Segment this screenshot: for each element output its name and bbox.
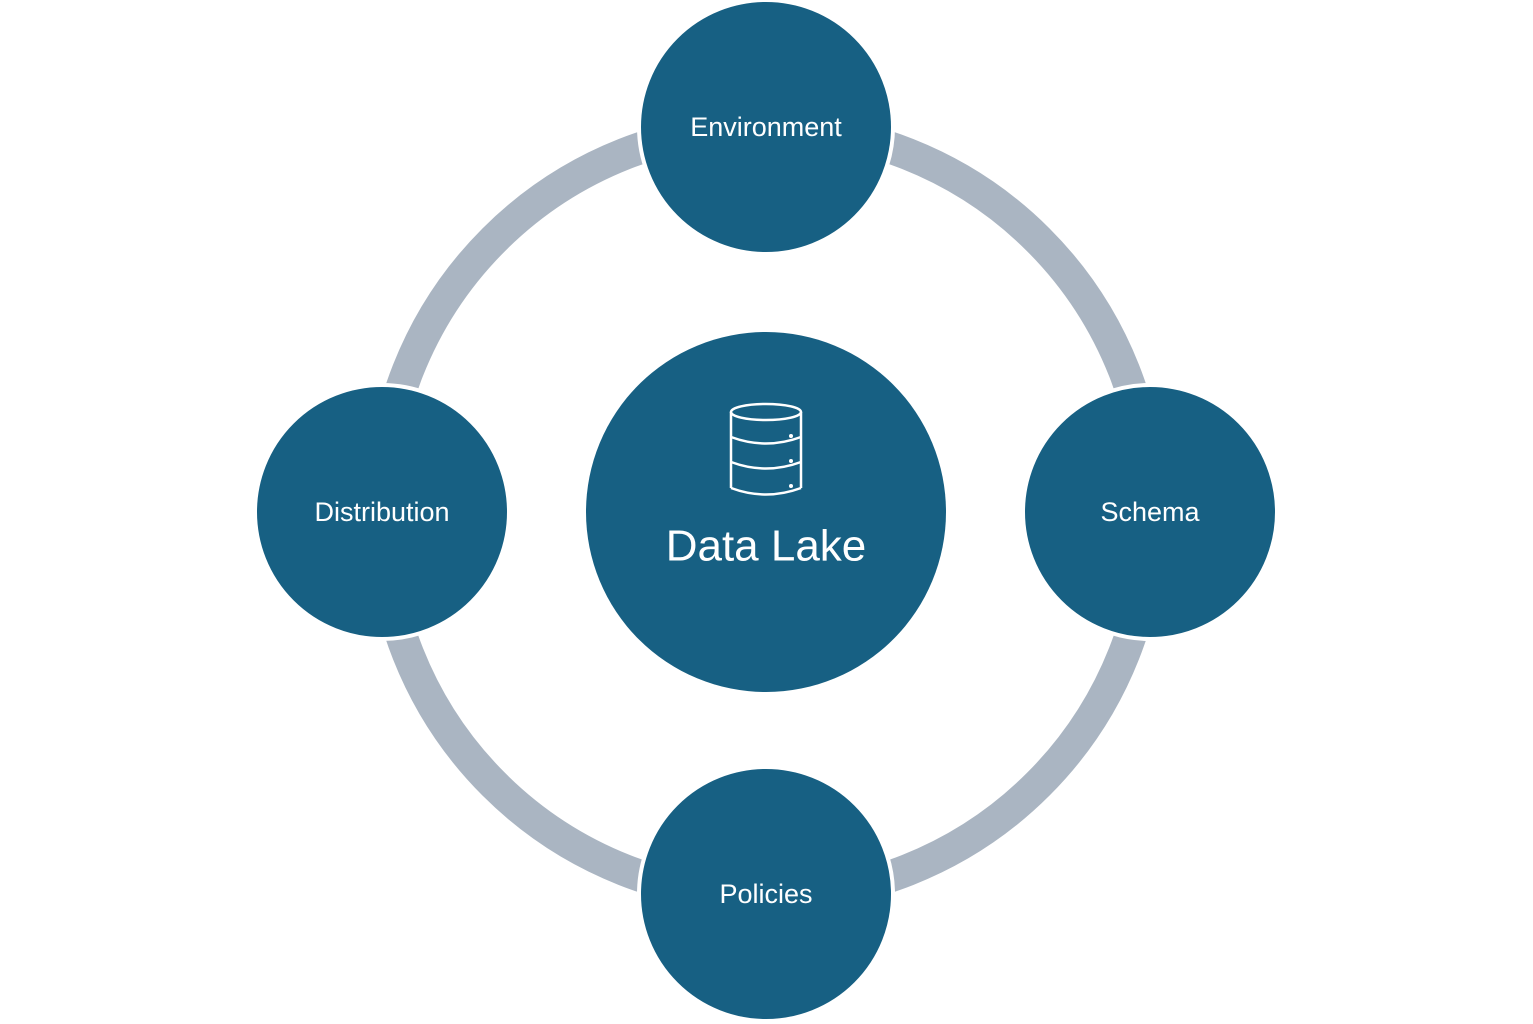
node-data-lake: Data Lake bbox=[586, 332, 946, 692]
node-environment-label: Environment bbox=[690, 112, 842, 142]
node-schema-circle bbox=[1021, 383, 1279, 641]
node-distribution: Distribution bbox=[253, 383, 511, 641]
node-policies-label: Policies bbox=[719, 879, 812, 909]
node-data-lake-circle bbox=[586, 332, 946, 692]
node-distribution-label: Distribution bbox=[314, 497, 449, 527]
node-environment-circle bbox=[637, 0, 895, 256]
node-policies: Policies bbox=[637, 765, 895, 1023]
node-distribution-circle bbox=[253, 383, 511, 641]
node-policies-circle bbox=[637, 765, 895, 1023]
node-schema: Schema bbox=[1021, 383, 1279, 641]
node-schema-label: Schema bbox=[1100, 497, 1200, 527]
center-title: Data Lake bbox=[666, 522, 867, 571]
database-icon bbox=[729, 402, 803, 496]
node-environment: Environment bbox=[637, 0, 895, 256]
